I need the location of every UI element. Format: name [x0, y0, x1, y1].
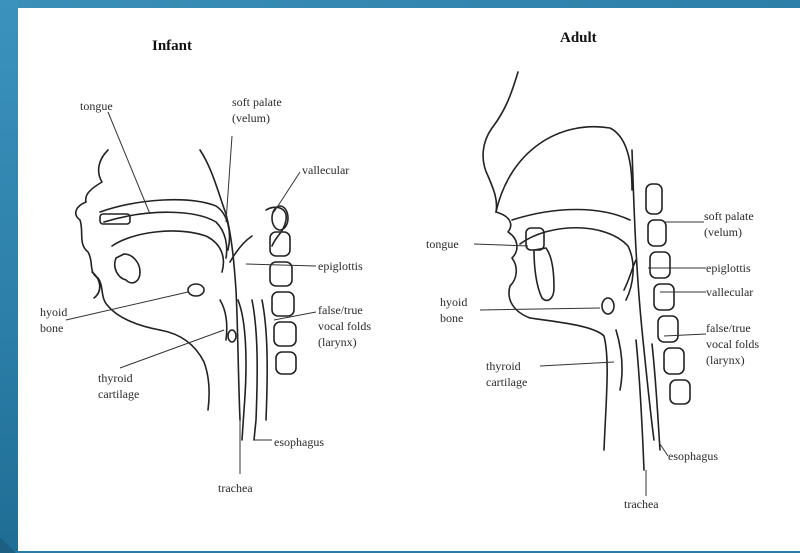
infant-label-vallecular: vallecular: [302, 163, 349, 177]
adult-label-trachea: trachea: [624, 497, 659, 511]
slide-corner-mark: [0, 537, 16, 553]
adult-label-soft-palate: soft palate: [704, 209, 754, 223]
slide-frame-top: [0, 0, 800, 8]
infant-leader-lines: [66, 112, 316, 474]
adult-label-epiglottis: epiglottis: [706, 261, 751, 275]
infant-trachea-back: [252, 300, 257, 440]
infant-label-cartilage: cartilage: [98, 387, 139, 401]
diagram-panel: Infant: [18, 8, 800, 551]
infant-hyoid-bone: [188, 284, 204, 296]
infant-face-profile: [76, 150, 160, 330]
adult-label-thyroid: thyroid: [486, 359, 521, 373]
infant-vertebrae: [270, 232, 296, 374]
infant-label-soft-palate: soft palate: [232, 95, 282, 109]
infant-label-thyroid: thyroid: [98, 371, 133, 385]
adult-hard-palate: [512, 210, 630, 221]
adult-title: Adult: [560, 30, 597, 46]
adult-thyroid: [616, 330, 622, 390]
adult-label-hyoid: hyoid: [440, 295, 467, 309]
adult-trachea: [636, 340, 644, 470]
infant-chin: [92, 272, 100, 298]
adult-tongue-body: [534, 248, 554, 300]
adult-label-bone: bone: [440, 311, 463, 325]
infant-hard-palate: [104, 212, 227, 258]
adult-label-esophagus: esophagus: [668, 449, 718, 463]
infant-thyroid: [220, 300, 227, 340]
vocal-tract-diagram: Infant: [18, 8, 800, 551]
adult-label-tongue: tongue: [426, 237, 459, 251]
infant-pharynx-back: [200, 150, 240, 420]
infant-label-larynx: (larynx): [318, 335, 357, 349]
infant-label-bone: bone: [40, 321, 63, 335]
adult-epiglottis: [624, 260, 636, 290]
adult-label-false-true: false/true: [706, 321, 751, 335]
adult-pharynx-back: [632, 150, 654, 440]
infant-label-epiglottis: epiglottis: [318, 259, 363, 273]
adult-diagram: Adult: [426, 30, 759, 511]
adult-face-profile: [483, 72, 530, 318]
infant-label-velum: (velum): [232, 111, 270, 125]
adult-label-larynx: (larynx): [706, 353, 745, 367]
adult-label-vocal-folds: vocal folds: [706, 337, 759, 351]
infant-label-false-true: false/true: [318, 303, 363, 317]
infant-cricoid: [228, 330, 236, 342]
infant-label-tongue: tongue: [80, 99, 113, 113]
infant-tongue: [112, 231, 223, 272]
infant-vallecula: [266, 207, 286, 246]
adult-skull: [496, 127, 632, 212]
adult-label-velum: (velum): [704, 225, 742, 239]
infant-title: Infant: [152, 38, 192, 54]
infant-label-esophagus: esophagus: [274, 435, 324, 449]
adult-label-vallecular: vallecular: [706, 285, 753, 299]
adult-tongue: [520, 228, 633, 300]
infant-neck-front: [160, 330, 209, 410]
infant-label-vocal-folds: vocal folds: [318, 319, 371, 333]
slide-frame-left: [0, 0, 18, 553]
infant-label-hyoid: hyoid: [40, 305, 67, 319]
infant-label-trachea: trachea: [218, 481, 253, 495]
adult-label-cartilage: cartilage: [486, 375, 527, 389]
adult-vertebrae: [646, 184, 690, 404]
infant-diagram: Infant: [40, 38, 371, 495]
adult-neck-front: [530, 318, 607, 450]
adult-hyoid-bone: [602, 298, 614, 314]
infant-lower-jaw: [115, 254, 140, 283]
infant-esophagus: [262, 300, 267, 420]
